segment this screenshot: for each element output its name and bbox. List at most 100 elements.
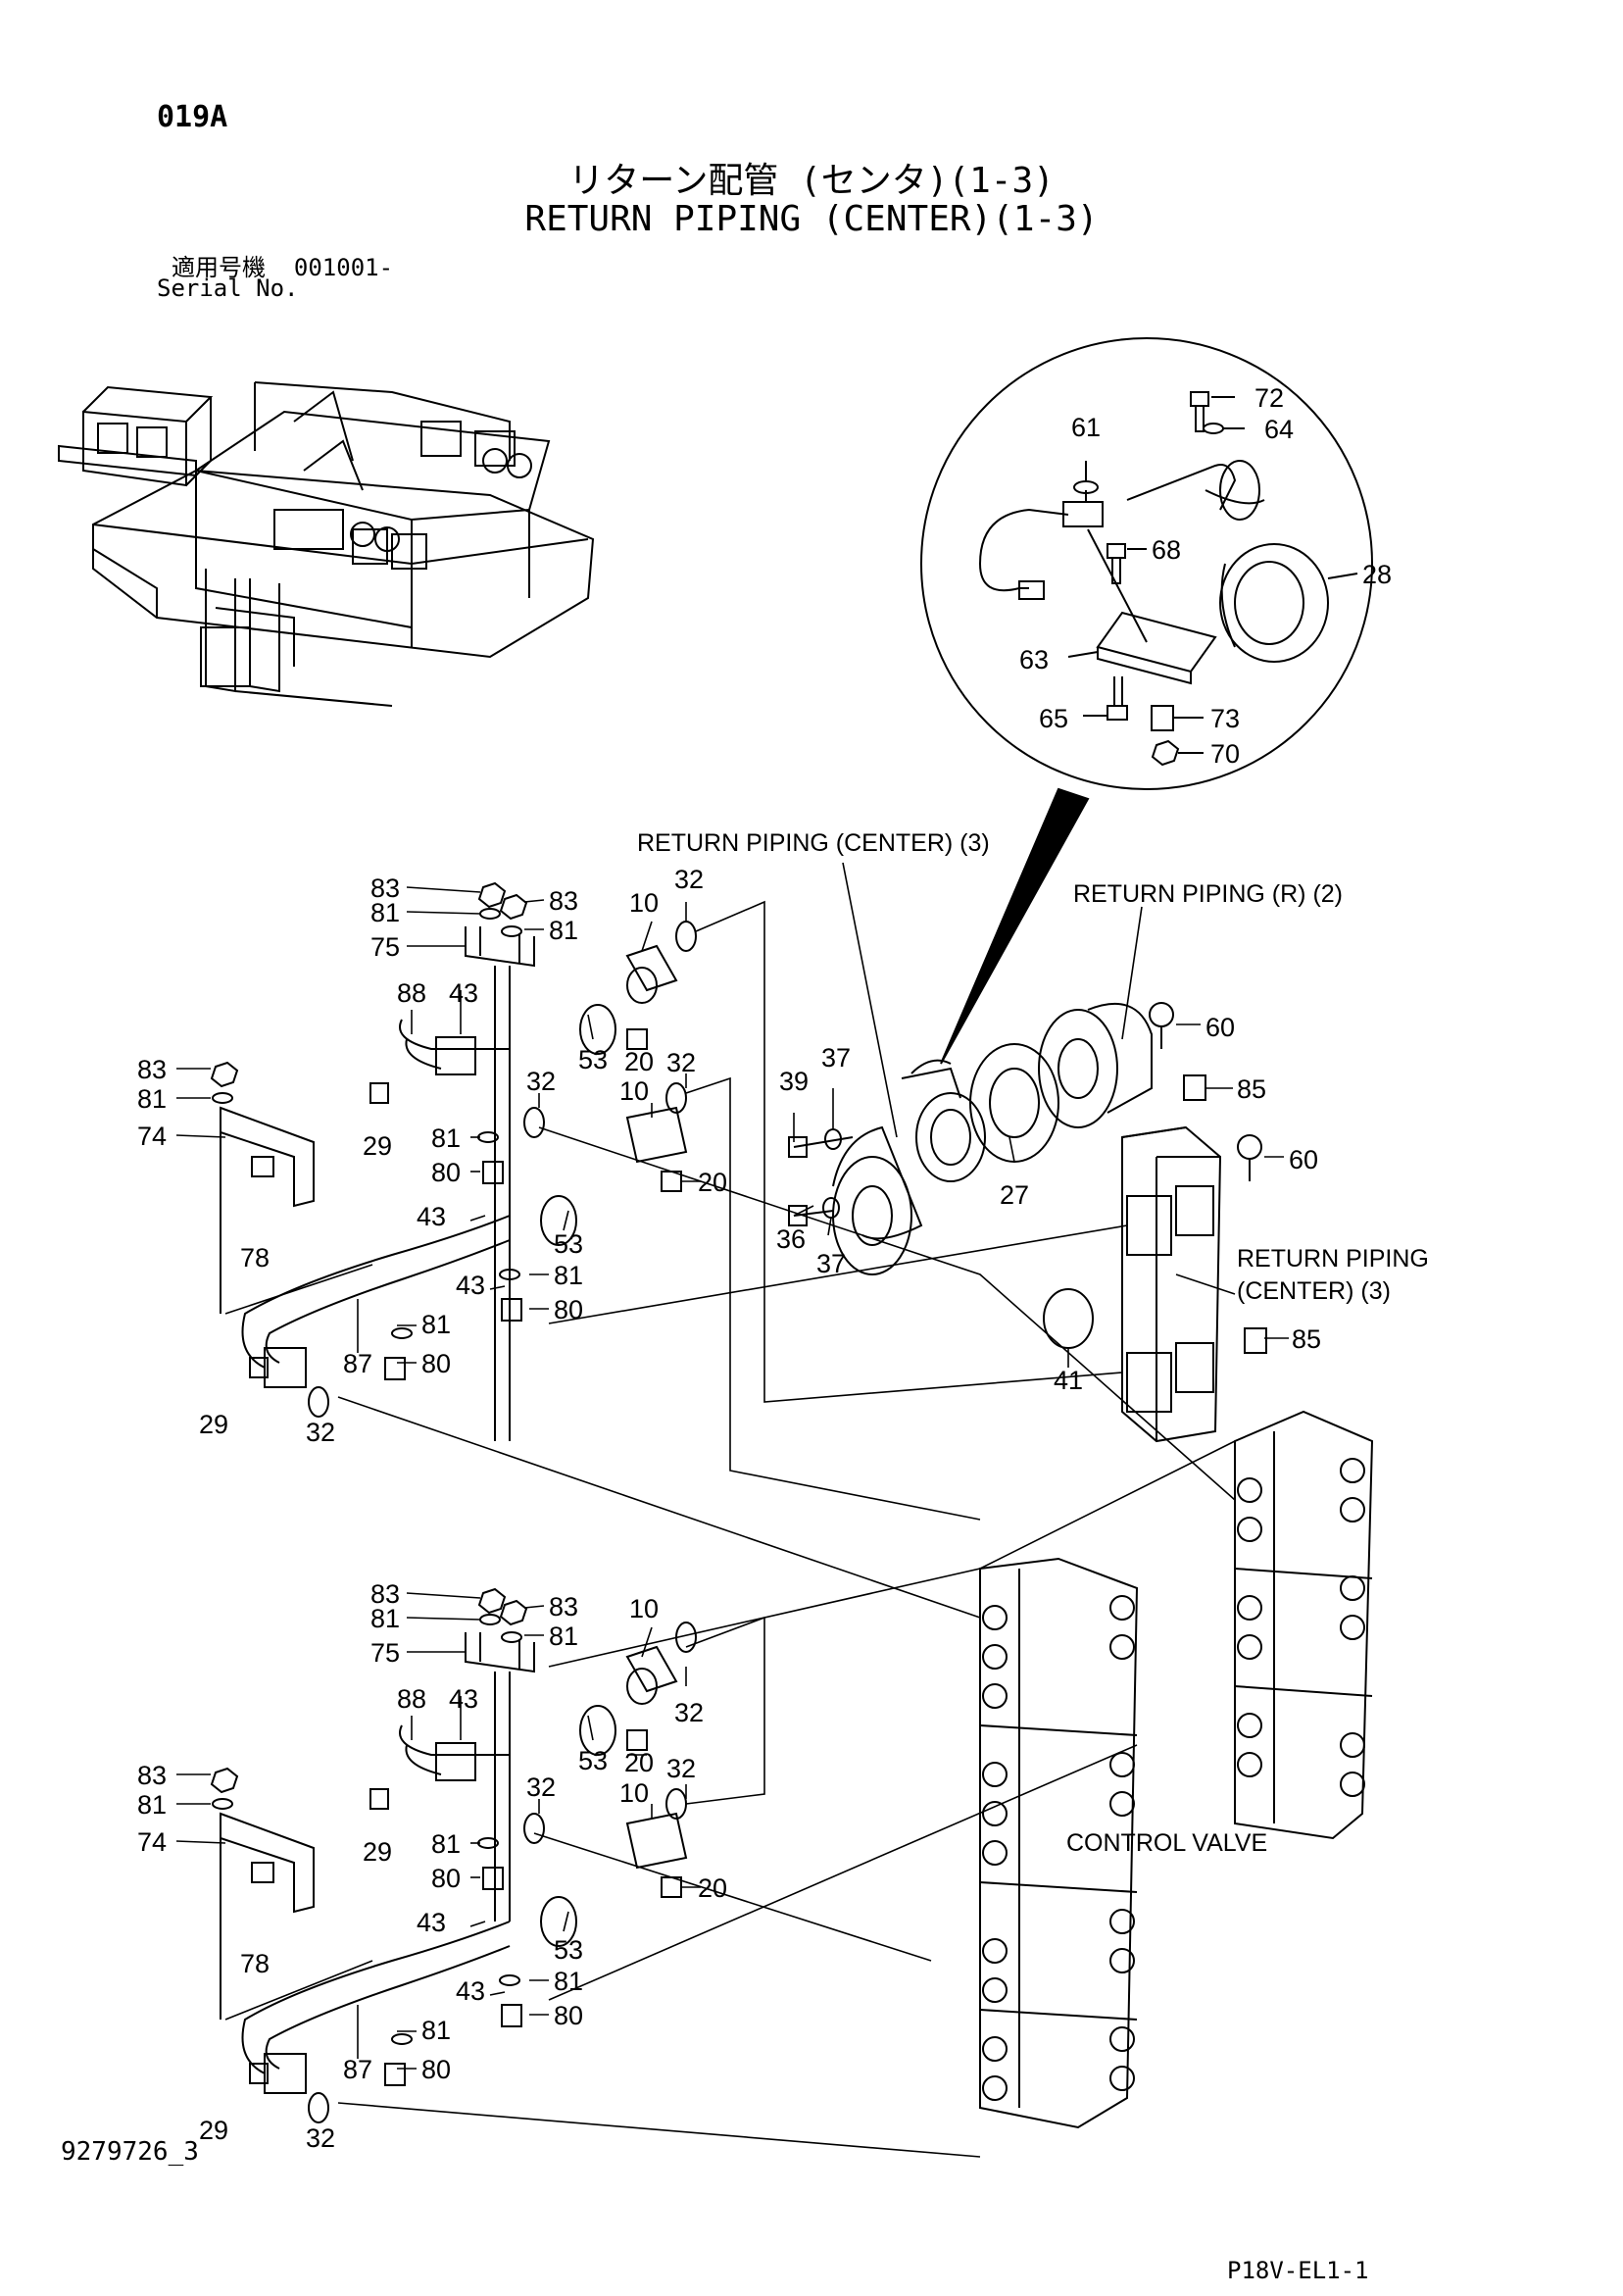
callout-81: 81 xyxy=(549,916,578,945)
note-return-piping-center-3: RETURN PIPING (CENTER) (3) xyxy=(637,829,990,857)
callout-37-b: 37 xyxy=(816,1249,846,1278)
callout-81-right: 81 xyxy=(554,1261,583,1290)
control-valve-stack xyxy=(979,1410,1374,2129)
callout-70: 70 xyxy=(1210,739,1240,769)
callout-41: 41 xyxy=(1054,1366,1083,1395)
callout-80: 80 xyxy=(431,1158,461,1187)
callout-87: 87 xyxy=(343,1349,372,1378)
callout-88-l: 88 xyxy=(397,1684,426,1714)
callout-81-lb: 81 xyxy=(421,2016,451,2045)
note-return-piping-line1: RETURN PIPING xyxy=(1237,1245,1429,1273)
callout-10: 10 xyxy=(629,888,659,918)
callout-68: 68 xyxy=(1152,535,1181,565)
callout-81-left: 81 xyxy=(137,1084,167,1114)
callout-81-ll: 81 xyxy=(137,1790,167,1820)
serial-value: 001001- xyxy=(293,254,394,281)
callout-78-l: 78 xyxy=(240,1949,270,1978)
callout-32-c: 32 xyxy=(526,1067,556,1096)
callout-78: 78 xyxy=(240,1243,270,1273)
callout-43-low: 43 xyxy=(456,1271,485,1300)
callout-61: 61 xyxy=(1071,413,1101,442)
callout-10-lb: 10 xyxy=(619,1778,649,1808)
callout-83-left: 83 xyxy=(137,1055,167,1084)
callout-81-bottom: 81 xyxy=(421,1310,451,1339)
callout-10-l: 10 xyxy=(629,1594,659,1623)
reference-code: P18V-EL1-1 xyxy=(1227,2257,1369,2284)
center-assembly xyxy=(788,1002,1267,1443)
callout-72: 72 xyxy=(1254,383,1284,413)
detail-callouts: 72 64 61 68 28 63 65 73 70 xyxy=(1019,383,1392,769)
callout-73: 73 xyxy=(1210,704,1240,733)
callout-10-b: 10 xyxy=(619,1076,649,1106)
serial-label-japanese: 適用号機 001001- xyxy=(172,248,393,282)
callout-20-l: 20 xyxy=(624,1748,654,1777)
callout-28: 28 xyxy=(1362,560,1392,589)
callout-85-b: 85 xyxy=(1292,1324,1321,1354)
callout-81: 81 xyxy=(370,898,400,927)
middle-callouts: 39 37 36 37 27 60 85 60 41 85 xyxy=(776,1013,1321,1395)
callout-60-b: 60 xyxy=(1289,1145,1318,1174)
callout-81-lr: 81 xyxy=(549,1622,578,1651)
lower-pipe-group xyxy=(210,1587,697,2123)
callout-43-lm: 43 xyxy=(417,1908,446,1937)
callout-83-l: 83 xyxy=(370,1579,400,1609)
callout-32-bottom: 32 xyxy=(306,1418,335,1447)
callout-32-b: 32 xyxy=(666,1048,696,1077)
callout-80-bottom: 80 xyxy=(421,1349,451,1378)
callout-29-l: 29 xyxy=(363,1837,392,1867)
callout-20: 20 xyxy=(624,1047,654,1076)
callout-32-lb: 32 xyxy=(306,2123,335,2153)
callout-81-l: 81 xyxy=(370,1604,400,1633)
callout-37: 37 xyxy=(821,1043,851,1073)
callout-81-lm: 81 xyxy=(431,1829,461,1859)
callout-80-lr2: 80 xyxy=(554,2001,583,2030)
callout-74: 74 xyxy=(137,1122,167,1151)
callout-75-l: 75 xyxy=(370,1638,400,1668)
callout-53-l: 53 xyxy=(578,1746,608,1775)
serial-label-jp-text: 適用号機 xyxy=(172,254,266,281)
callout-64: 64 xyxy=(1264,415,1294,444)
callout-83: 83 xyxy=(549,886,578,916)
callout-39: 39 xyxy=(779,1067,809,1096)
connection-lines xyxy=(224,862,1236,2158)
document-number: 9279726_3 xyxy=(61,2137,199,2167)
lower-group-callouts: 83 81 75 88 43 83 81 83 81 74 29 78 81 8… xyxy=(137,1579,727,2153)
callout-29-lb: 29 xyxy=(199,2116,228,2145)
callout-20-b: 20 xyxy=(698,1168,727,1197)
detail-view xyxy=(920,337,1373,1065)
upper-pipe-group xyxy=(210,881,697,1441)
callout-20-lb: 20 xyxy=(698,1873,727,1903)
callout-43-mid: 43 xyxy=(417,1202,446,1231)
callout-80-lb: 80 xyxy=(421,2055,451,2084)
callout-74-l: 74 xyxy=(137,1827,167,1857)
machine-overview xyxy=(58,381,595,707)
note-control-valve: CONTROL VALVE xyxy=(1066,1829,1267,1857)
title-japanese: リターン配管 (センタ)(1-3) xyxy=(568,161,1055,201)
callout-85: 85 xyxy=(1237,1074,1266,1104)
callout-75: 75 xyxy=(370,932,400,962)
callout-83: 83 xyxy=(370,873,400,903)
callout-81-lr2: 81 xyxy=(554,1967,583,1996)
page-code: 019A xyxy=(157,100,228,134)
callout-63: 63 xyxy=(1019,645,1049,674)
title-english: RETURN PIPING (CENTER)(1-3) xyxy=(524,199,1099,239)
callout-80-right: 80 xyxy=(554,1295,583,1324)
callout-53-b: 53 xyxy=(554,1229,583,1259)
callout-32-lb2: 32 xyxy=(666,1754,696,1783)
callout-29: 29 xyxy=(363,1131,392,1161)
callout-32-l: 32 xyxy=(674,1698,704,1727)
callout-80-lm: 80 xyxy=(431,1864,461,1893)
callout-83-ll: 83 xyxy=(137,1761,167,1790)
callout-leaders xyxy=(175,886,1289,2070)
callout-43: 43 xyxy=(449,978,478,1008)
callout-65: 65 xyxy=(1039,704,1068,733)
callout-29-bottom: 29 xyxy=(199,1410,228,1439)
callout-60: 60 xyxy=(1205,1013,1235,1042)
callout-88: 88 xyxy=(397,978,426,1008)
callout-36: 36 xyxy=(776,1224,806,1254)
callout-83-lr: 83 xyxy=(549,1592,578,1622)
callout-32-lc: 32 xyxy=(526,1772,556,1802)
callout-43-l: 43 xyxy=(449,1684,478,1714)
callout-87-l: 87 xyxy=(343,2055,372,2084)
callout-53-lb: 53 xyxy=(554,1935,583,1965)
